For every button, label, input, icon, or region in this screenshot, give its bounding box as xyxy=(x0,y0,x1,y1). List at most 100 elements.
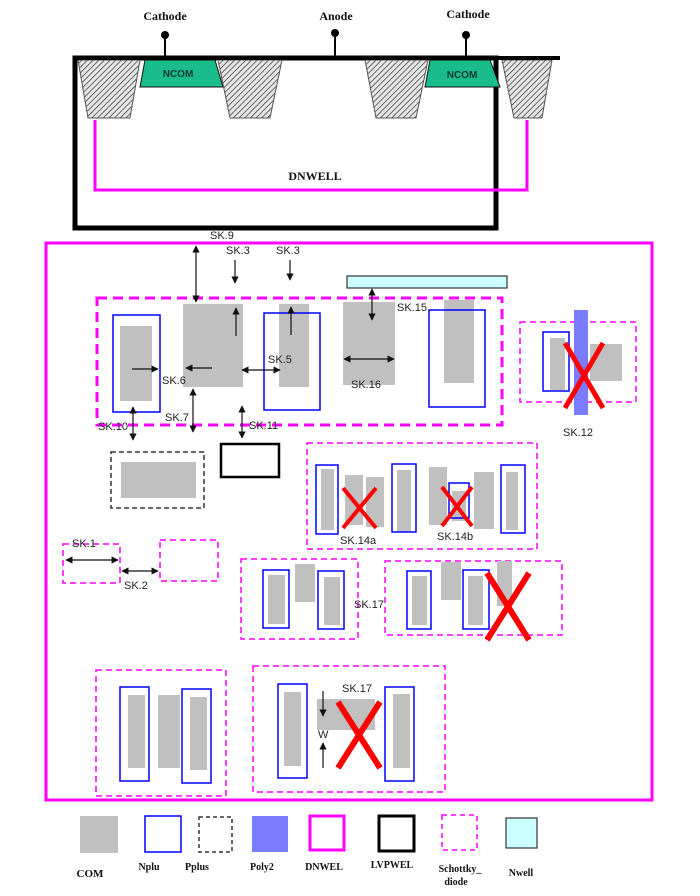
com-region xyxy=(190,697,207,770)
rule-label-sk12: SK.12 xyxy=(563,427,593,439)
com-region xyxy=(366,477,384,527)
width-label: W xyxy=(318,729,329,741)
com-region xyxy=(324,577,340,625)
svg-text:Nplu: Nplu xyxy=(138,862,160,873)
schottky-region xyxy=(252,665,446,793)
violation-x-mark xyxy=(335,700,383,770)
rule-label-sk7: SK.7 xyxy=(165,412,189,424)
anode-terminal: Anode xyxy=(319,9,353,56)
nplu-region xyxy=(542,331,570,392)
cathode-label: Cathode xyxy=(446,7,490,21)
com-region xyxy=(268,575,285,624)
ncom-label: NCOM xyxy=(447,70,478,81)
com-region xyxy=(429,467,447,525)
rule-label-sk16: SK.16 xyxy=(351,379,381,391)
violation-x-mark xyxy=(484,571,532,642)
com-region xyxy=(158,695,180,768)
nplu-region xyxy=(391,463,417,533)
anode-label: Anode xyxy=(319,9,353,23)
rule-label-sk15: SK.15 xyxy=(397,302,427,314)
pplus-region xyxy=(110,451,205,509)
cathode-terminal-left: Cathode xyxy=(143,9,187,56)
svg-text:DNWEL: DNWEL xyxy=(305,862,343,873)
rule-label-sk17: SK.17 xyxy=(342,683,372,695)
com-region xyxy=(550,338,565,390)
com-region xyxy=(393,694,410,768)
com-region xyxy=(279,304,309,387)
legend-item-pplus: Pplus xyxy=(185,816,233,873)
legend: COM Nplu Pplus Poly2 DNWEL LVPWEL Schott… xyxy=(77,814,538,888)
schottky-region xyxy=(384,560,563,636)
nplu-region xyxy=(262,569,290,629)
violation-x-mark xyxy=(440,485,474,528)
rule-label-sk17: SK.17 xyxy=(354,599,384,611)
com-region xyxy=(120,326,152,401)
svg-text:LVPWEL: LVPWEL xyxy=(371,860,414,871)
rule-label-sk6: SK.6 xyxy=(162,375,186,387)
schottky-region xyxy=(62,543,121,584)
nplu-region xyxy=(315,464,339,535)
schottky-region xyxy=(159,539,219,582)
com-region xyxy=(590,344,622,381)
dnwell-boundary xyxy=(93,120,529,192)
ncom-label: NCOM xyxy=(163,69,194,80)
nplu-region xyxy=(428,309,486,408)
legend-item-nwell: Nwell xyxy=(505,817,538,879)
dnwell-label: DNWELL xyxy=(288,169,341,183)
com-region xyxy=(128,695,145,768)
com-region xyxy=(506,472,518,530)
nplu-region xyxy=(119,686,150,782)
cathode-terminal-right: Cathode xyxy=(446,7,490,56)
svg-text:Pplus: Pplus xyxy=(185,862,209,873)
svg-text:Nwell: Nwell xyxy=(509,868,534,879)
com-region xyxy=(183,304,243,387)
com-region xyxy=(441,562,461,600)
nplu-region xyxy=(181,688,212,784)
cathode-label: Cathode xyxy=(143,9,187,23)
legend-item-schottky-diode: Schottky_ diode xyxy=(439,814,483,888)
sti-trench-4 xyxy=(501,59,553,119)
rule-label-sk10: SK.10 xyxy=(98,421,128,433)
nplu-region xyxy=(448,482,470,519)
rule-label-sk1: SK.1 xyxy=(72,538,96,550)
nplu-region xyxy=(384,686,415,782)
nplu-region xyxy=(500,464,526,534)
rule-label-sk2: SK.2 xyxy=(124,580,148,592)
rule-label-sk5: SK.5 xyxy=(268,354,292,366)
schottky-region xyxy=(240,558,359,640)
com-region xyxy=(444,300,474,383)
svg-text:diode: diode xyxy=(444,877,468,888)
svg-text:Poly2: Poly2 xyxy=(250,862,274,873)
nplu-region xyxy=(317,570,345,630)
com-region xyxy=(412,576,427,625)
rule-label-sk14b: SK.14b xyxy=(437,531,473,543)
lvpwel-region xyxy=(219,442,281,479)
rule-label-sk3: SK.3 xyxy=(226,245,250,257)
nplu-region xyxy=(406,570,432,630)
svg-text:Schottky_: Schottky_ xyxy=(439,864,483,875)
legend-item-nplu: Nplu xyxy=(138,815,182,873)
com-region xyxy=(284,692,301,766)
dnwel-outer-boundary xyxy=(44,241,654,802)
com-region xyxy=(321,469,334,530)
rule-label-sk3: SK.3 xyxy=(276,245,300,257)
sti-trench-1 xyxy=(77,59,141,119)
svg-text:COM: COM xyxy=(77,868,105,880)
nwell-bar xyxy=(346,275,508,289)
nplu-region xyxy=(462,569,490,630)
schottky-region xyxy=(306,442,538,550)
com-region xyxy=(343,302,395,385)
legend-item-dnwel: DNWEL xyxy=(305,814,346,873)
com-region xyxy=(295,564,315,602)
legend-item-lvpwel: LVPWEL xyxy=(371,814,416,871)
schottky-region xyxy=(95,669,227,797)
nplu-region xyxy=(277,683,308,779)
rule-label-sk11: SK.11 xyxy=(249,420,278,432)
violation-x-mark xyxy=(341,486,378,530)
rule-label-sk9: SK.9 xyxy=(210,230,234,242)
com-region xyxy=(474,472,494,529)
layout-view: SK.9 SK.3 SK.3 SK.15 SK.5 SK.6 SK.16 SK.… xyxy=(44,230,654,802)
com-region xyxy=(397,470,411,532)
schottky-region-main xyxy=(95,296,504,427)
